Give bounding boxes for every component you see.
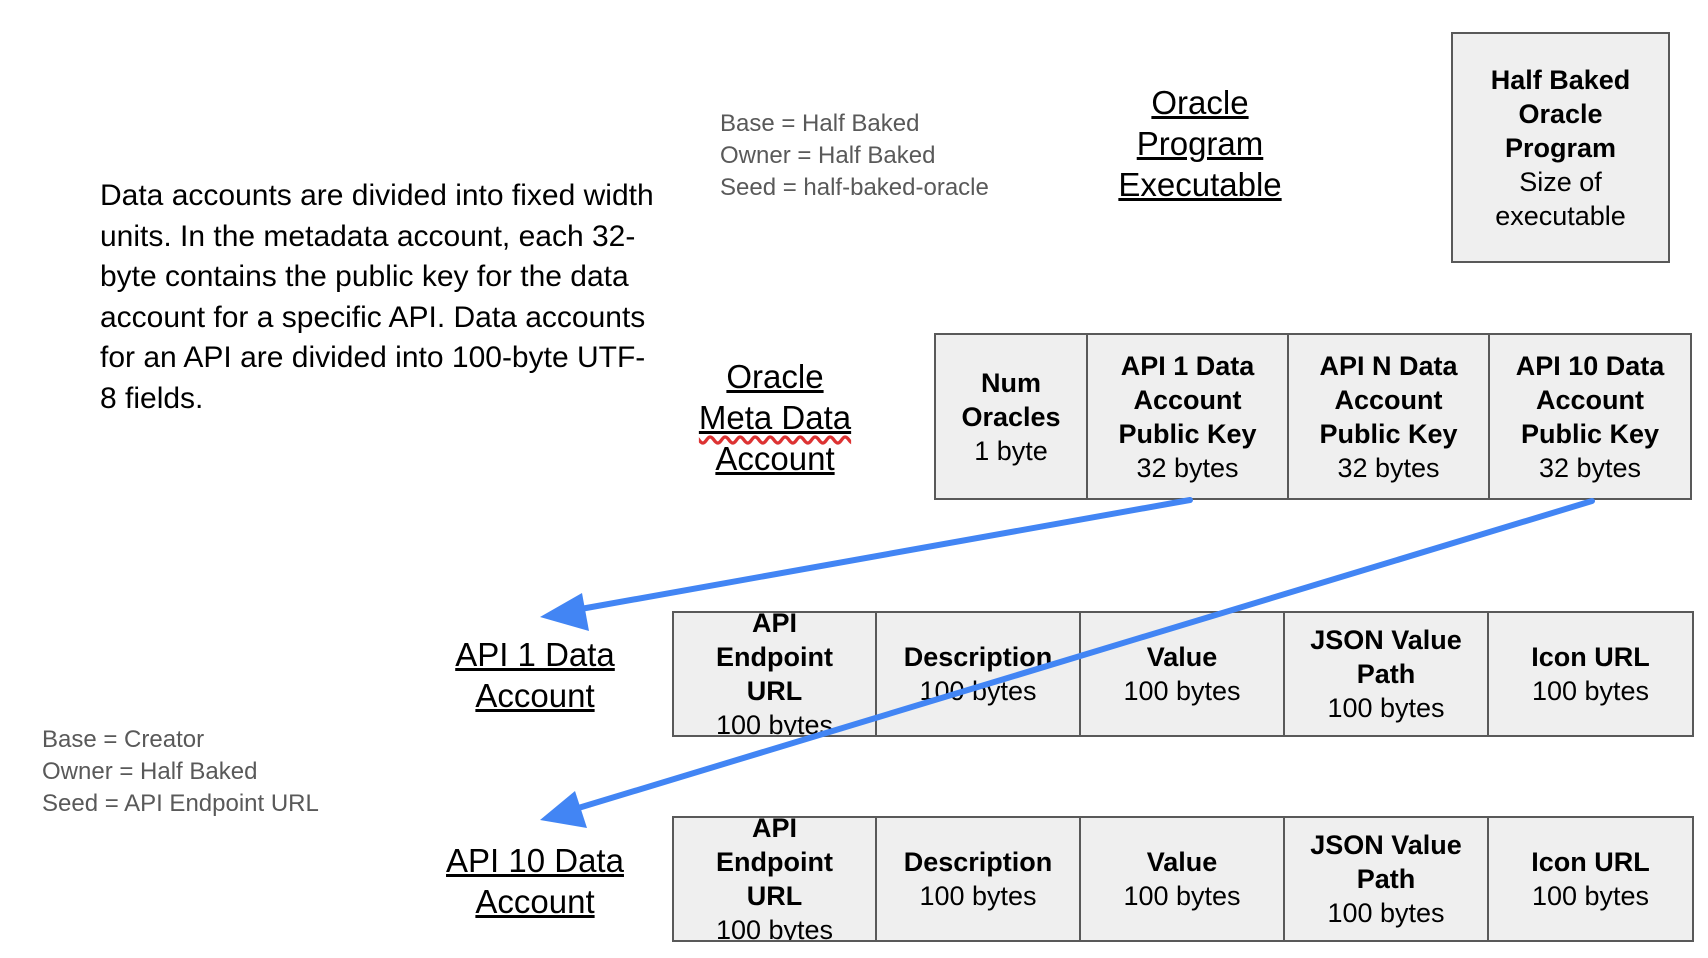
oracle-account-note: Base = Half Baked Owner = Half Baked See… xyxy=(720,108,989,204)
api-seed-note: Seed = API Endpoint URL xyxy=(42,790,319,817)
api-10-data-account-row: API Endpoint URL 100 bytes Description 1… xyxy=(672,816,1694,942)
api-base-note: Base = Creator xyxy=(42,726,205,753)
json-value-path-cell: JSON Value Path 100 bytes xyxy=(1285,611,1489,737)
icon-url-cell: Icon URL 100 bytes xyxy=(1489,611,1694,737)
api-endpoint-url-cell: API Endpoint URL 100 bytes xyxy=(672,611,877,737)
arrow-api-10-line xyxy=(572,498,1595,812)
arrow-api-10-head xyxy=(540,791,587,828)
api-1-public-key-cell: API 1 Data Account Public Key 32 bytes xyxy=(1088,333,1289,500)
oracle-owner-note: Owner = Half Baked xyxy=(720,142,936,169)
oracle-program-executable-title: Oracle Program Executable xyxy=(1118,84,1282,203)
api-account-note: Base = Creator Owner = Half Baked Seed =… xyxy=(42,724,319,820)
meta-data-account-row: Num Oracles 1 byte API 1 Data Account Pu… xyxy=(934,333,1692,500)
json-value-path-cell: JSON Value Path 100 bytes xyxy=(1285,816,1489,942)
api-10-data-account-title: API 10 Data Account xyxy=(446,842,624,920)
description-cell: Description 100 bytes xyxy=(877,816,1081,942)
api-1-data-account-title: API 1 Data Account xyxy=(455,636,615,714)
api-owner-note: Owner = Half Baked xyxy=(42,758,258,785)
oracle-meta-data-account-title: Oracle Meta Data Account xyxy=(698,358,852,477)
api-10-public-key-cell: API 10 Data Account Public Key 32 bytes xyxy=(1490,333,1692,500)
value-cell: Value 100 bytes xyxy=(1081,816,1285,942)
oracle-seed-note: Seed = half-baked-oracle xyxy=(720,174,989,201)
oracle-base-note: Base = Half Baked xyxy=(720,110,920,137)
api-1-data-account-row: API Endpoint URL 100 bytes Description 1… xyxy=(672,611,1694,737)
arrow-api-1-head xyxy=(540,593,589,631)
arrow-api-1-line xyxy=(572,497,1193,613)
program-box: Half Baked Oracle Program Size of execut… xyxy=(1451,32,1670,263)
description-text: Data accounts are divided into fixed wid… xyxy=(100,179,654,415)
icon-url-cell: Icon URL 100 bytes xyxy=(1489,816,1694,942)
api-n-public-key-cell: API N Data Account Public Key 32 bytes xyxy=(1289,333,1490,500)
value-cell: Value 100 bytes xyxy=(1081,611,1285,737)
api-endpoint-url-cell: API Endpoint URL 100 bytes xyxy=(672,816,877,942)
num-oracles-cell: Num Oracles 1 byte xyxy=(934,333,1088,500)
